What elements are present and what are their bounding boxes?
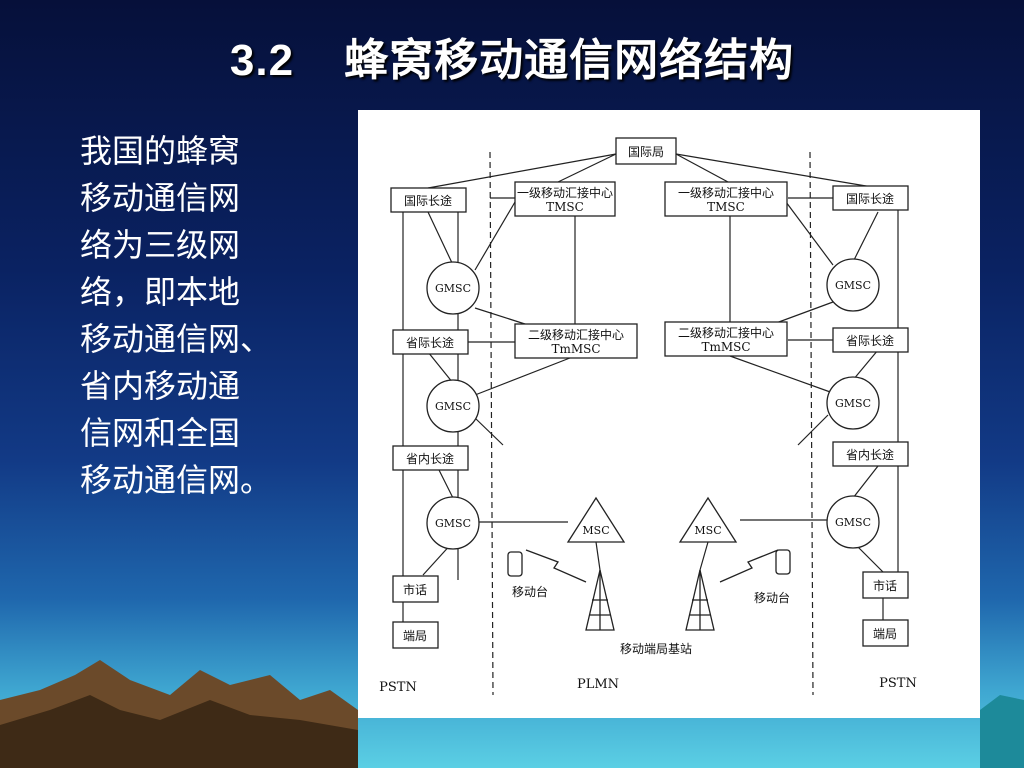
gmsc-label: GMSC xyxy=(835,397,871,410)
left-box-1-label: 国际长途 xyxy=(404,193,452,208)
tmsc-right-line2: TMSC xyxy=(707,200,745,214)
tm-left-line1: 二级移动汇接中心 xyxy=(528,327,624,342)
body-line: 移动通信网。 xyxy=(80,461,273,499)
body-line: 移动通信网、 xyxy=(80,320,273,358)
right-box-3-label: 省内长途 xyxy=(846,447,894,462)
body-line: 络，即本地 xyxy=(80,273,241,311)
gmsc-label: GMSC xyxy=(835,279,871,292)
left-box-3-label: 省内长途 xyxy=(406,451,454,466)
msc-left-label: MSC xyxy=(582,524,609,537)
gmsc-label: GMSC xyxy=(835,516,871,529)
mobile-left-label: 移动台 xyxy=(512,584,548,599)
tm-right-line1: 二级移动汇接中心 xyxy=(678,325,774,340)
gmsc-label: GMSC xyxy=(435,517,471,530)
tmsc-left-line2: TMSC xyxy=(546,200,584,214)
network-structure-figure: 国际局 国际长途 国际长途 一级移动汇接中心 TMSC 一级移动汇接中心 TMS… xyxy=(358,110,980,718)
right-box-5-label: 端局 xyxy=(873,627,897,641)
tmsc-right-line1: 一级移动汇接中心 xyxy=(678,185,774,200)
pstn-left-label: PSTN xyxy=(379,680,417,695)
mountain-landscape xyxy=(0,660,1024,768)
title-text: 蜂窝移动通信网络结构 xyxy=(344,36,795,85)
body-line: 信网和全国 xyxy=(80,414,241,452)
right-box-1-label: 国际长途 xyxy=(846,191,894,206)
right-box-4-label: 市话 xyxy=(873,578,897,593)
body-line: 我国的蜂窝 xyxy=(80,132,241,170)
pstn-right-label: PSTN xyxy=(879,676,917,691)
body-line: 移动通信网 xyxy=(80,179,241,217)
body-text: 我国的蜂窝 移动通信网 络为三级网 络，即本地 移动通信网、 省内移动通 信网和… xyxy=(80,128,340,504)
left-box-4-label: 市话 xyxy=(403,582,427,597)
network-structure-diagram: 国际局 国际长途 国际长途 一级移动汇接中心 TMSC 一级移动汇接中心 TMS… xyxy=(379,137,917,696)
gmsc-label: GMSC xyxy=(435,282,471,295)
tm-right-line2: TmMSC xyxy=(701,340,750,354)
left-box-2-label: 省际长途 xyxy=(406,335,454,350)
left-box-5-label: 端局 xyxy=(403,629,427,643)
body-line: 络为三级网 xyxy=(80,226,241,264)
title-number: 3.2 xyxy=(229,36,295,85)
mobile-right-label: 移动台 xyxy=(754,590,790,605)
tm-left-line2: TmMSC xyxy=(551,342,600,356)
top-box-label: 国际局 xyxy=(628,145,664,159)
right-box-2-label: 省际长途 xyxy=(846,333,894,348)
body-line: 省内移动通 xyxy=(80,367,241,405)
base-station-label: 移动端局基站 xyxy=(620,642,692,656)
gmsc-label: GMSC xyxy=(435,400,471,413)
plmn-label: PLMN xyxy=(577,677,619,692)
slide-title: 3.2 蜂窝移动通信网络结构 xyxy=(0,24,1024,88)
tmsc-left-line1: 一级移动汇接中心 xyxy=(517,185,613,200)
msc-right-label: MSC xyxy=(694,524,721,537)
